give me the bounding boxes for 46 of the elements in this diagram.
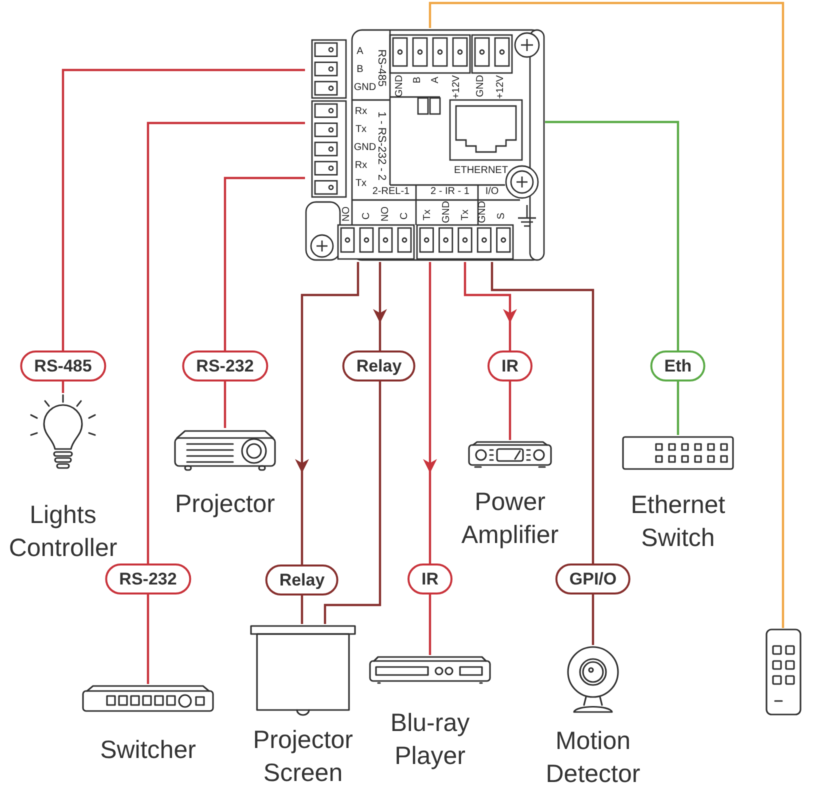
port-label: Tx (461, 209, 471, 221)
port-label: GND (395, 74, 405, 98)
port-label: ETHERNET (454, 166, 508, 176)
port-label: 2-REL-1 (372, 187, 410, 197)
port-label: A (356, 47, 364, 57)
port-label: NO (381, 206, 391, 222)
port-label: B (413, 76, 423, 84)
device-label: Lights Controller (8, 500, 118, 564)
port-label: RS-485 (376, 49, 386, 87)
port-label: I/O (485, 187, 499, 197)
port-label: GND (442, 200, 452, 224)
port-label: NO (342, 206, 352, 222)
port-label: 2 - IR - 1 (430, 187, 470, 197)
port-label: Tx (355, 125, 367, 135)
port-label: Tx (423, 209, 433, 221)
device-label: Blu-ray Player (389, 708, 471, 772)
device-label: Motion Detector (544, 726, 642, 790)
edge-label: RS-232 (182, 350, 268, 382)
device-label: Projector (174, 489, 276, 520)
port-label: C (362, 212, 372, 220)
port-label: GND (354, 143, 376, 153)
edge-label: RS-232 (105, 564, 191, 594)
port-label: Tx (355, 179, 367, 189)
port-label: B (356, 65, 364, 75)
port-label: GND (476, 74, 486, 98)
edge-label: RS-485 (20, 350, 106, 382)
edge-label: Relay (265, 564, 339, 596)
port-label: S (497, 212, 507, 220)
port-label: A (431, 76, 441, 84)
port-label: +12V (452, 75, 462, 99)
device-label: Power Amplifier (460, 487, 560, 550)
edge-label: Eth (650, 350, 706, 382)
edge-label: GPI/O (555, 564, 631, 594)
edge-label: Relay (342, 350, 416, 382)
edge-label: IR (488, 350, 532, 382)
port-label: GND (354, 83, 376, 93)
device-label: Ethernet Switch (630, 490, 726, 554)
device-label: Projector Screen (252, 725, 354, 788)
port-label: 1 - RS-232 - 2 (376, 111, 386, 181)
device-label: Switcher (100, 735, 196, 766)
port-label: Rx (354, 107, 368, 117)
port-label: +12V (496, 75, 506, 99)
port-label: C (400, 212, 410, 220)
port-label: Rx (354, 161, 368, 171)
edge-label: IR (408, 564, 452, 594)
port-label: GND (478, 200, 488, 224)
